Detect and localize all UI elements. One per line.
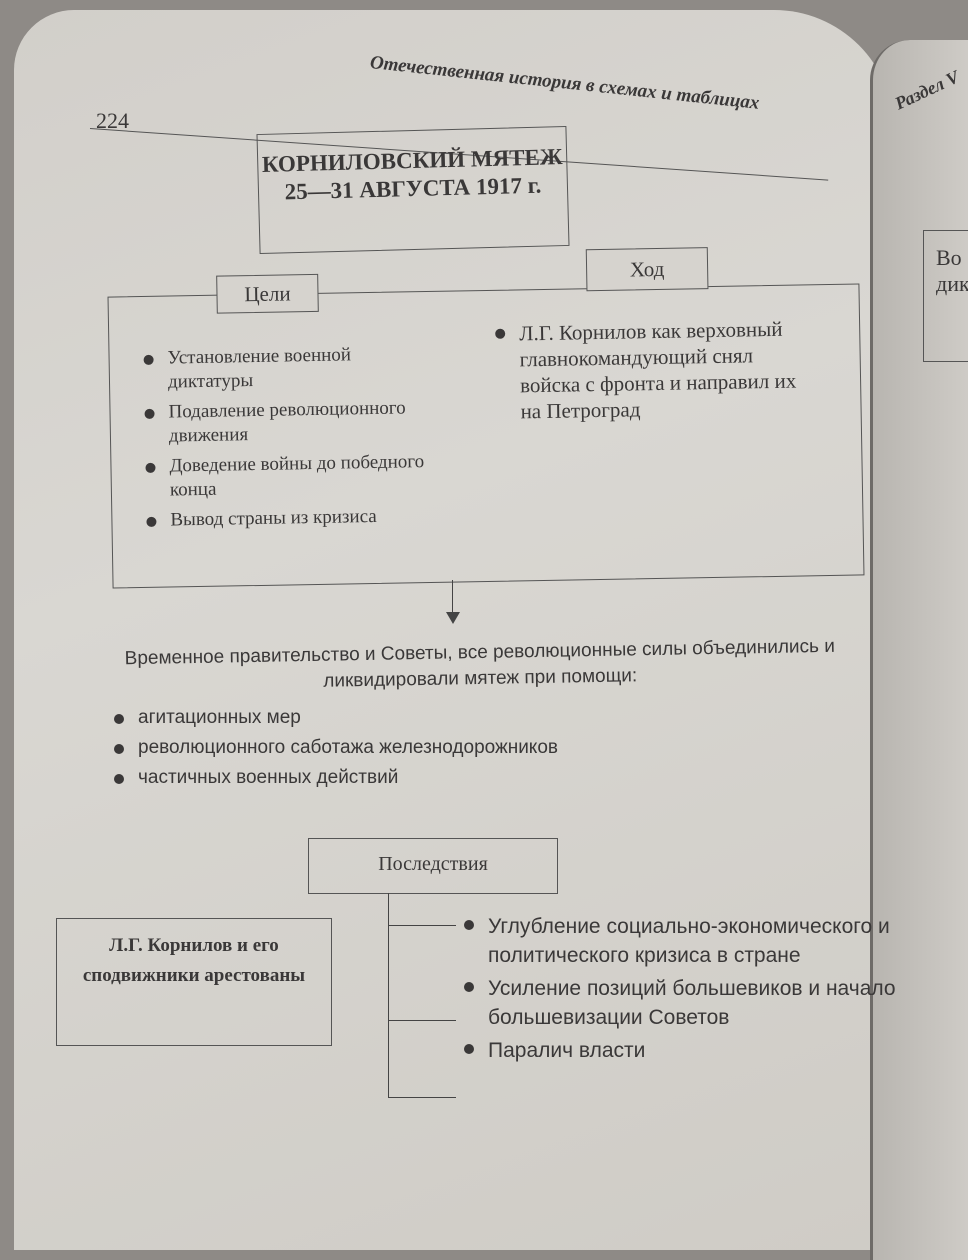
- suppression-item: революционного саботажа железнодорожнико…: [110, 736, 750, 760]
- goals-list: Установление военной диктатуры Подавлени…: [139, 342, 442, 539]
- goal-item: Подавление революционного движения: [140, 396, 441, 449]
- course-item: Л.Г. Корнилов как верховный главнокоманд…: [491, 315, 813, 425]
- consequences-connector: [388, 893, 389, 1098]
- right-box-text-1: Во: [936, 245, 962, 270]
- book-page-right: Раздел V Во дик: [870, 40, 968, 1260]
- right-running-title: Раздел V: [891, 66, 963, 114]
- arrow-down-icon: [446, 612, 460, 624]
- page-number: 224: [96, 108, 129, 133]
- consequence-item: Усиление позиций большевиков и начало бо…: [460, 974, 920, 1032]
- goals-course-box: Цели Ход Установление военной диктатуры …: [107, 247, 865, 589]
- book-page-left: [14, 10, 894, 1250]
- suppression-item: частичных военных действий: [110, 766, 750, 790]
- goals-label: Цели: [216, 273, 319, 314]
- course-list: Л.Г. Корнилов как верховный главнокоманд…: [491, 315, 813, 431]
- connector-branch: [388, 1020, 456, 1021]
- consequence-item: Паралич власти: [460, 1036, 920, 1065]
- consequences-label: Последствия: [308, 838, 558, 894]
- goal-item: Доведение войны до победного конца: [141, 450, 442, 503]
- right-box-text-2: дик: [936, 271, 968, 296]
- connector-branch: [388, 1097, 456, 1098]
- goal-item: Вывод страны из кризиса: [142, 504, 442, 533]
- connector-branch: [388, 925, 456, 926]
- goal-item: Установление военной диктатуры: [139, 342, 440, 395]
- arrow-line: [452, 580, 453, 620]
- suppression-list: агитационных мер революционного саботажа…: [110, 706, 750, 796]
- consequences-list: Углубление социально-экономического и по…: [460, 912, 920, 1071]
- consequence-item: Углубление социально-экономического и по…: [460, 912, 920, 970]
- arrest-box: Л.Г. Корнилов и его сподвижники арестова…: [56, 918, 332, 1046]
- course-label: Ход: [585, 247, 709, 292]
- right-box: Во дик: [923, 230, 968, 362]
- diagram-title-box: КОРНИЛОВСКИЙ МЯТЕЖ 25—31 АВГУСТА 1917 г.: [256, 125, 570, 255]
- suppression-item: агитационных мер: [110, 706, 750, 730]
